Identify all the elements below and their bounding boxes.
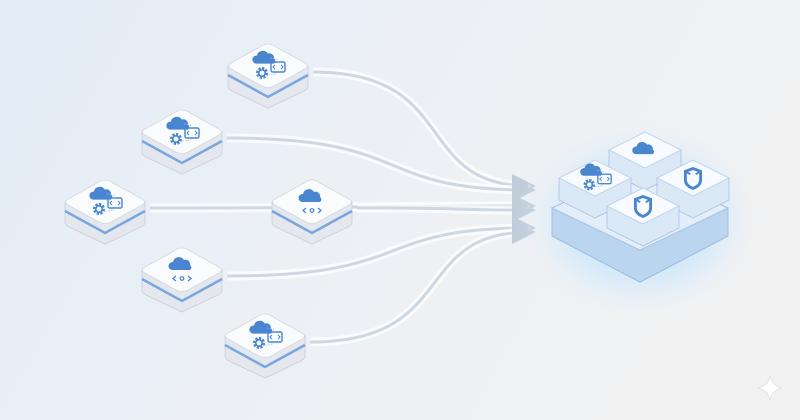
- source-block: [227, 43, 309, 109]
- source-block: [224, 313, 306, 379]
- shield-icon: [633, 194, 653, 218]
- stripe: [64, 209, 146, 235]
- stripe: [271, 209, 353, 235]
- stripe: [227, 73, 309, 99]
- stripe: [224, 343, 306, 369]
- cloud-gear-code-icon: [252, 50, 286, 79]
- flow-arrow: [226, 136, 536, 202]
- hub-platform: [550, 131, 730, 283]
- source-block: [141, 247, 223, 313]
- source-block: [141, 109, 223, 175]
- cloud-gear-code-icon: [249, 320, 283, 349]
- sparkle-icon: [757, 375, 783, 401]
- stripe: [141, 277, 223, 303]
- cloud-icon: [632, 141, 654, 155]
- flow-arrow: [226, 216, 536, 278]
- hub-tile: [606, 187, 680, 247]
- source-blocks: [64, 43, 353, 379]
- flow-lines: [149, 67, 536, 347]
- cloud-gear-code-icon: [166, 116, 200, 145]
- shield-icon: [683, 166, 703, 190]
- flow-arrow: [356, 197, 536, 222]
- cloud-code-icon: [298, 189, 323, 214]
- cloud-code-icon: [168, 257, 193, 282]
- source-block: [64, 179, 146, 245]
- flow-arrow: [312, 70, 536, 198]
- source-block: [271, 179, 353, 245]
- flow-arrow: [309, 220, 536, 344]
- stripe: [141, 139, 223, 165]
- cloud-gear-code-icon: [89, 186, 123, 215]
